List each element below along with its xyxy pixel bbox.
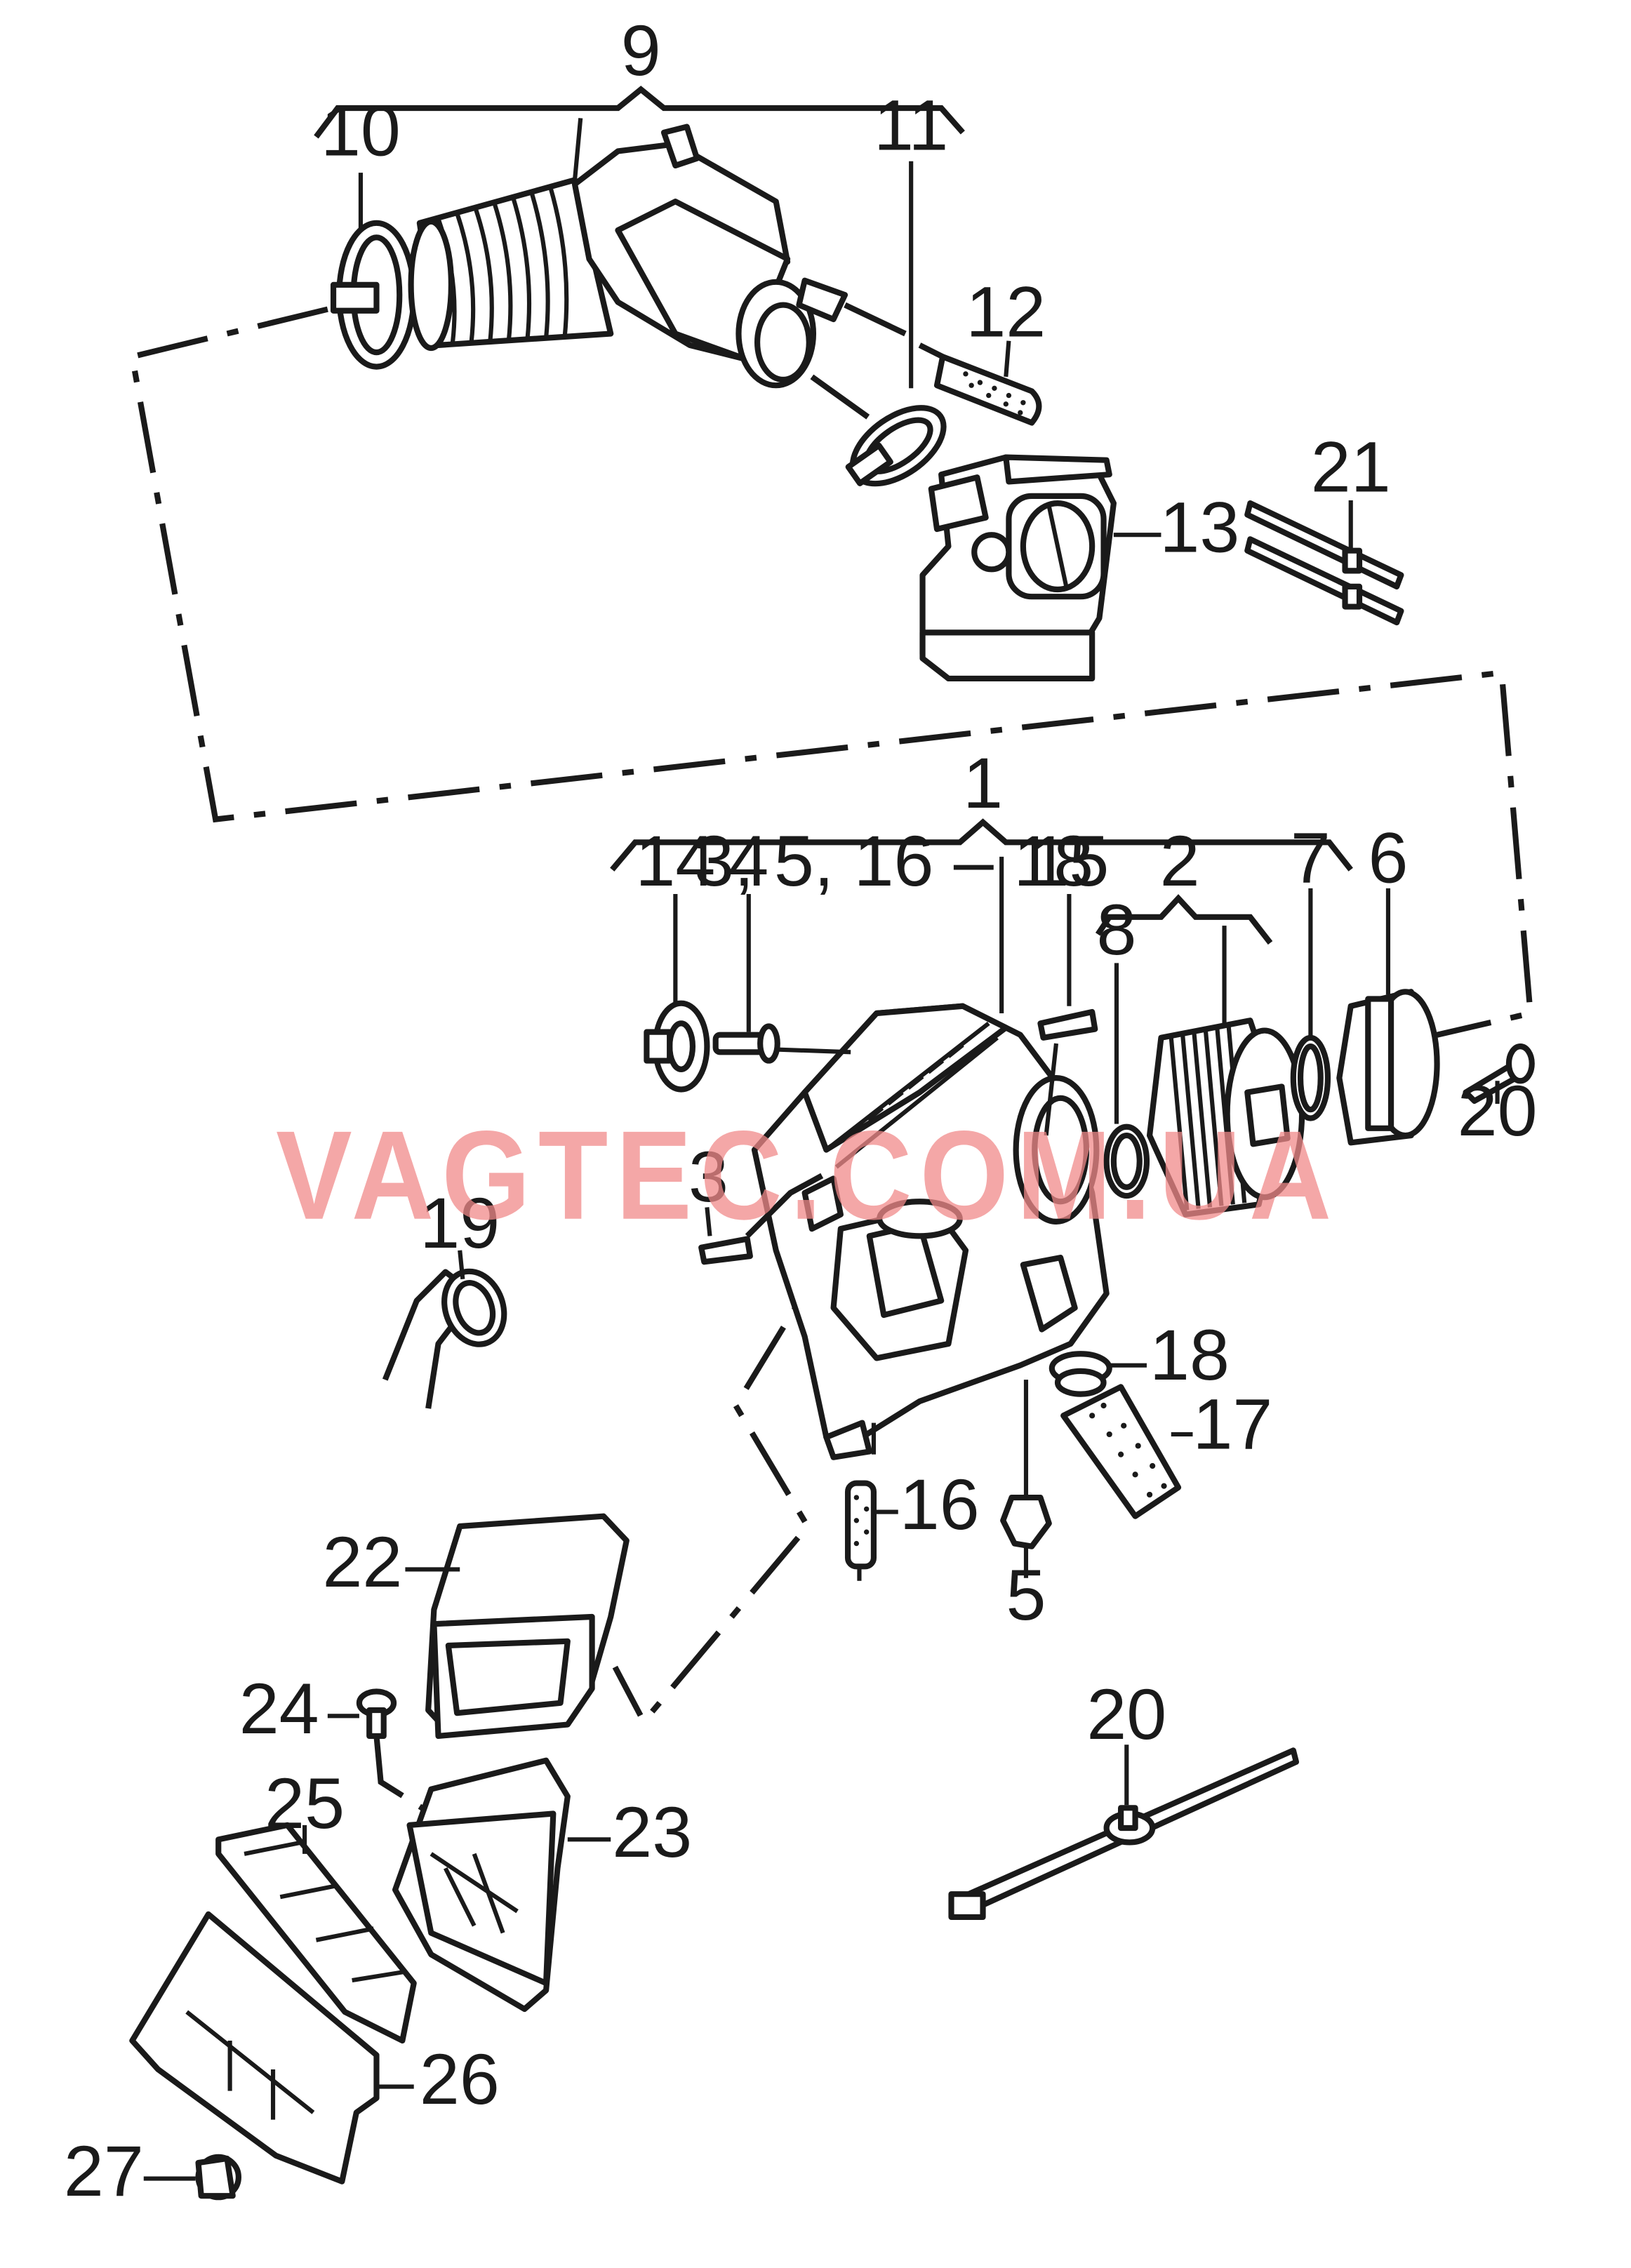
hose-19 bbox=[382, 1250, 507, 1409]
bracket-2 bbox=[1095, 894, 1273, 945]
bracket-25 bbox=[215, 1822, 417, 2044]
callout-23: 23 bbox=[612, 1792, 692, 1872]
sleeve-16 bbox=[844, 1480, 898, 1581]
callout-22: 22 bbox=[322, 1521, 402, 1602]
watermark: VAGTEC.COM.UA bbox=[276, 1105, 1339, 1246]
sleeve-12 bbox=[918, 340, 1042, 426]
callout-19: 19 bbox=[420, 1182, 500, 1263]
callout-5: 5 bbox=[1006, 1554, 1046, 1635]
callout-10: 10 bbox=[321, 91, 401, 171]
callout-21: 21 bbox=[1311, 427, 1391, 507]
callout-12: 12 bbox=[966, 272, 1046, 352]
seal-15 bbox=[1037, 894, 1098, 1136]
clip-27 bbox=[143, 2154, 241, 2201]
o-ring-7 bbox=[1290, 888, 1331, 1121]
callout-11: 11 bbox=[874, 84, 948, 165]
callout-13: 13 bbox=[1159, 487, 1239, 568]
callout-8: 8 bbox=[1096, 889, 1136, 970]
callout-3: 3 bbox=[688, 1136, 728, 1217]
air-filter-housing-1 bbox=[751, 856, 1110, 1460]
callout-18: 18 bbox=[1150, 1314, 1230, 1395]
callout-17: 17 bbox=[1192, 1383, 1272, 1464]
callout-24: 24 bbox=[239, 1668, 319, 1749]
callout-1: 1 bbox=[963, 742, 1003, 823]
bracket-1 bbox=[610, 818, 1353, 872]
callout-14: 14 bbox=[635, 820, 715, 901]
callout-2: 2 bbox=[1160, 820, 1200, 901]
callout-25: 25 bbox=[265, 1763, 345, 1843]
callout-3-5-16-18: 3, 5, 16 – 18 bbox=[694, 820, 1093, 901]
assembly-line-left bbox=[128, 306, 1534, 1038]
bracket-9 bbox=[314, 86, 965, 139]
callout-27: 27 bbox=[64, 2130, 144, 2211]
filter-element-2 bbox=[1146, 926, 1305, 1218]
boot-17 bbox=[1060, 1384, 1193, 1519]
leader-9 bbox=[572, 118, 583, 180]
intake-hose-assembly bbox=[330, 124, 907, 420]
grommet-14 bbox=[644, 894, 710, 1093]
assembly-line-bottom bbox=[612, 1220, 851, 1727]
intake-duct-22 bbox=[405, 1513, 630, 1740]
lower-duct-23 bbox=[392, 1757, 611, 2013]
cable-tie-20-bottom bbox=[948, 1745, 1300, 1921]
valve-5 bbox=[1000, 1380, 1052, 1578]
screw-20-top bbox=[1463, 1043, 1535, 1105]
o-ring-8 bbox=[1103, 963, 1150, 1199]
clip-3 bbox=[698, 1173, 824, 1265]
callout-9: 9 bbox=[621, 10, 661, 91]
callout-4: 4 bbox=[728, 820, 768, 901]
cable-ties-21 bbox=[1244, 500, 1404, 626]
throttle-body-13 bbox=[919, 454, 1161, 682]
bolt-4 bbox=[712, 894, 780, 1064]
panel-26 bbox=[129, 1911, 414, 2184]
callout-6: 6 bbox=[1368, 818, 1408, 898]
callout-26: 26 bbox=[420, 2039, 500, 2119]
callout-7: 7 bbox=[1291, 818, 1331, 898]
clip-18 bbox=[1048, 1351, 1147, 1397]
callout-16: 16 bbox=[900, 1464, 980, 1545]
callout-20-bottom: 20 bbox=[1086, 1674, 1166, 1754]
screw-24 bbox=[327, 1688, 397, 1740]
callout-20-top: 20 bbox=[1458, 1070, 1538, 1151]
callout-15: 15 bbox=[1029, 820, 1109, 901]
clamp-11 bbox=[845, 405, 947, 487]
assembly-line-screw24 bbox=[373, 1735, 433, 1816]
cover-6 bbox=[1336, 888, 1440, 1146]
